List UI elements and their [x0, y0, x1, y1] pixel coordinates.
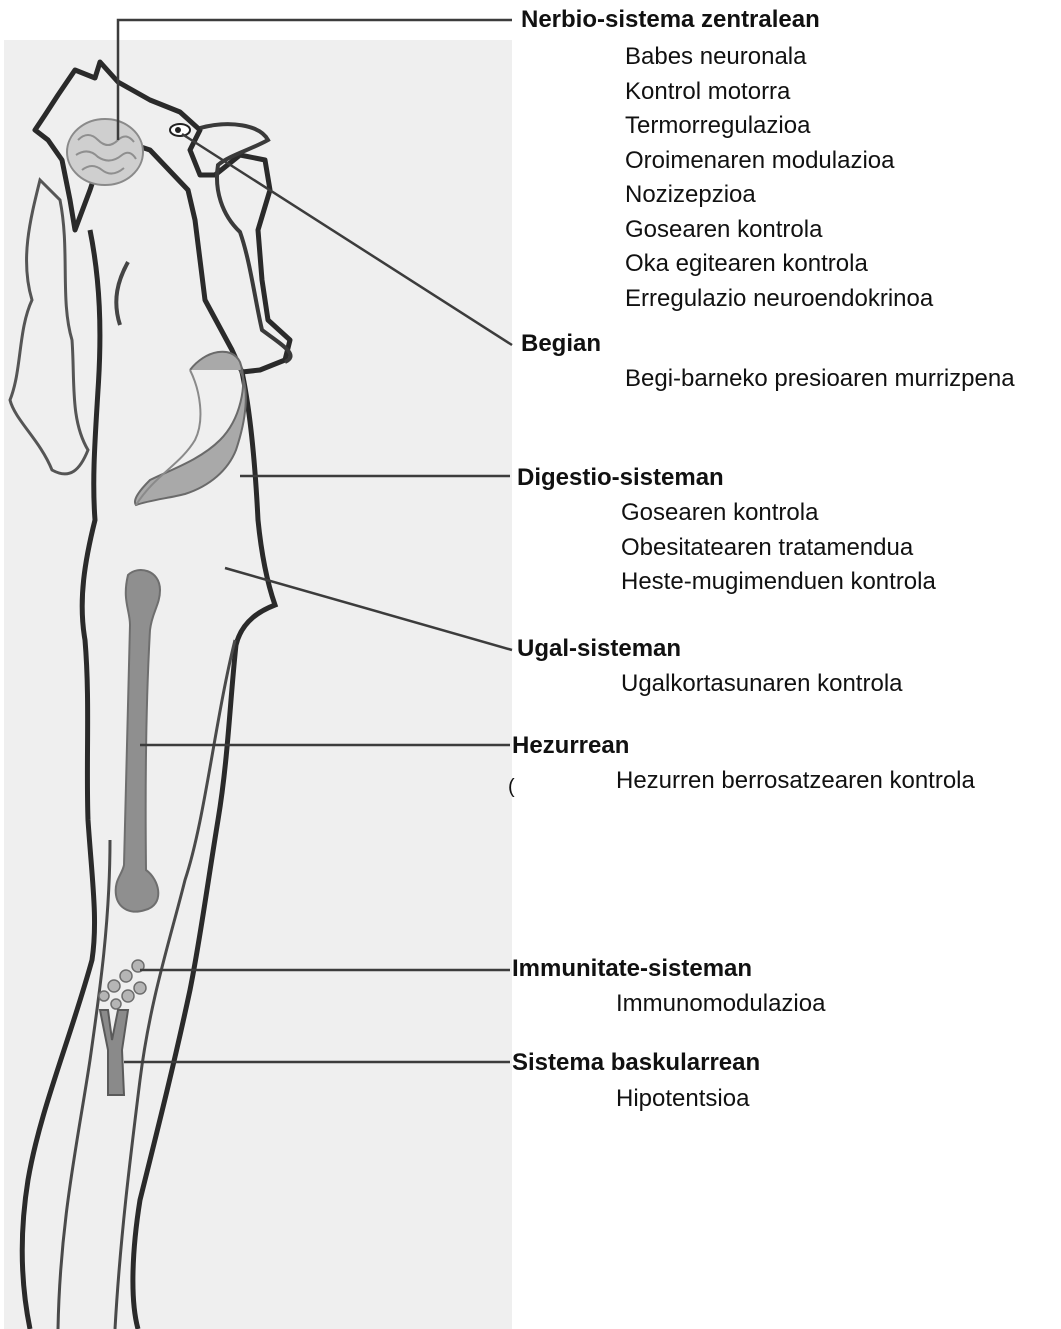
brain-icon [67, 119, 143, 185]
cns-item: Nozizepzioa [625, 178, 933, 213]
cns-item: Kontrol motorra [625, 75, 933, 110]
reproductive-heading: Ugal-sisteman [517, 635, 681, 663]
immune-item: Immunomodulazioa [616, 987, 825, 1022]
cns-item: Gosearen kontrola [625, 213, 933, 248]
stray-mark: ( [508, 770, 515, 805]
cns-item: Babes neuronala [625, 40, 933, 75]
vascular-heading: Sistema baskularrean [512, 1049, 760, 1077]
cns-list: Babes neuronala Kontrol motorra Termorre… [625, 40, 933, 316]
cns-item: Termorregulazioa [625, 109, 933, 144]
cns-heading: Nerbio-sistema zentralean [521, 6, 820, 34]
digestive-item: Gosearen kontrola [621, 496, 936, 531]
bone-heading: Hezurrean [512, 732, 629, 760]
eye-item: Begi-barneko presioaren murrizpena [625, 362, 1015, 397]
reproductive-item: Ugalkortasunaren kontrola [621, 667, 903, 702]
digestive-item: Heste-mugimenduen kontrola [621, 565, 936, 600]
digestive-heading: Digestio-sisteman [517, 464, 724, 492]
cns-item: Oka egitearen kontrola [625, 247, 933, 282]
digestive-item: Obesitatearen tratamendua [621, 531, 936, 566]
immune-heading: Immunitate-sisteman [512, 955, 752, 983]
cns-item: Oroimenaren modulazioa [625, 144, 933, 179]
cns-item: Erregulazio neuroendokrinoa [625, 282, 933, 317]
eye-pupil [175, 127, 181, 133]
eye-heading: Begian [521, 330, 601, 358]
bone-item: Hezurren berrosatzearen kontrola [616, 764, 975, 799]
digestive-list: Gosearen kontrola Obesitatearen tratamen… [621, 496, 936, 600]
vascular-item: Hipotentsioa [616, 1082, 749, 1117]
